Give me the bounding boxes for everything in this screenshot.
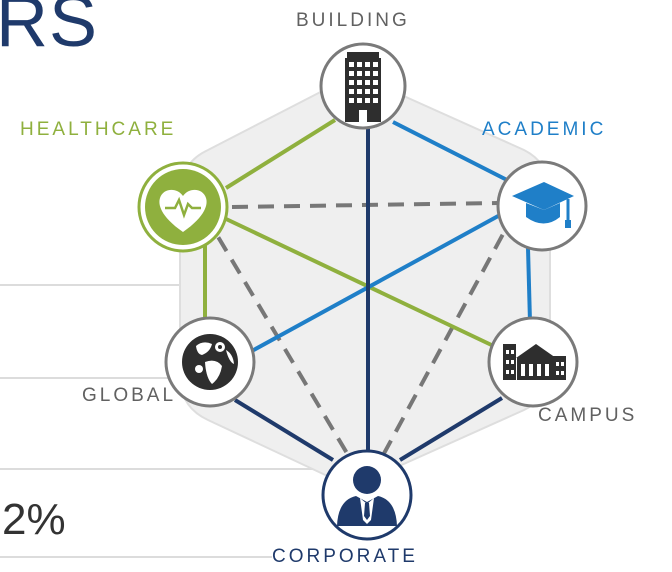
label-building: BUILDING <box>296 10 410 31</box>
graduation-cap-icon <box>512 182 574 228</box>
node-campus <box>487 316 579 408</box>
link-global-corporate <box>233 398 335 462</box>
link-healthcare-corporate <box>203 213 359 472</box>
node-global <box>164 316 256 408</box>
label-corporate: CORPORATE <box>272 546 418 567</box>
blue-connections <box>249 120 532 354</box>
partial-percentage: 2% <box>2 495 66 544</box>
divider-line <box>0 556 272 558</box>
link-campus-corporate <box>398 396 504 462</box>
divider-line <box>0 377 178 379</box>
node-academic <box>496 160 588 252</box>
divider-line <box>0 468 322 470</box>
campus-icon <box>503 344 566 380</box>
label-global: GLOBAL <box>82 385 177 406</box>
label-campus: CAMPUS <box>538 405 638 426</box>
heart-pulse-icon <box>159 189 207 232</box>
label-healthcare: HEALTHCARE <box>20 119 177 140</box>
divider-line <box>0 284 182 286</box>
link-healthcare-campus <box>223 216 503 352</box>
globe-icon <box>182 334 238 390</box>
node-building <box>319 42 407 130</box>
businessman-icon <box>337 466 397 526</box>
link-academic-corporate <box>373 211 517 471</box>
link-building-academic <box>392 120 508 182</box>
building-icon <box>345 52 381 122</box>
link-healthcare-building <box>224 118 337 190</box>
navy-connections <box>233 123 504 462</box>
partial-heading: RS <box>0 0 99 62</box>
green-connections <box>203 118 503 352</box>
link-academic-campus <box>526 247 532 323</box>
link-healthcare-academic <box>231 201 499 209</box>
label-academic: ACADEMIC <box>482 119 607 140</box>
link-academic-global <box>249 213 501 354</box>
node-corporate <box>321 449 413 541</box>
node-healthcare <box>137 161 229 253</box>
dashed-connections <box>203 201 517 472</box>
